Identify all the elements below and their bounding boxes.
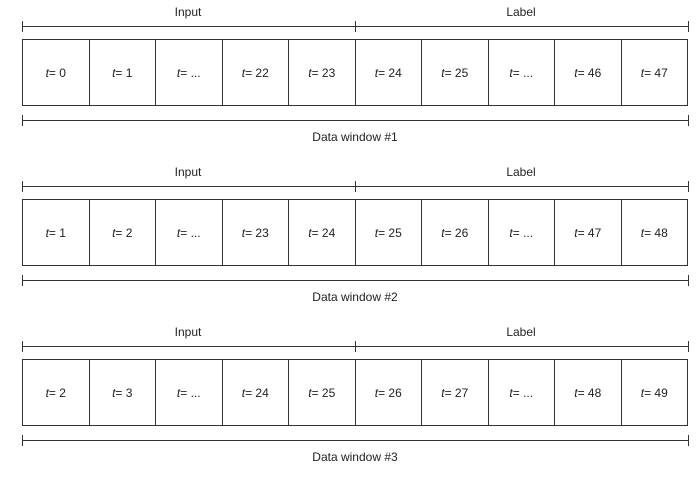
timestep-cell: t = 1 <box>88 40 156 105</box>
label-label: Label <box>506 165 536 179</box>
bracket-tick <box>688 275 689 286</box>
bracket-tick <box>688 21 689 32</box>
timestep-cell: t = 46 <box>554 40 621 105</box>
timestep-row: t = 0 t = 1 t = ... t = 22 t = 23 t = 24… <box>22 39 688 106</box>
timestep-row: t = 2 t = 3 t = ... t = 24 t = 25 t = 26… <box>22 359 688 426</box>
timestep-cell: t = 25 <box>354 200 422 265</box>
window-bracket-line <box>22 440 688 441</box>
input-label: Input <box>174 165 202 179</box>
timestep-cell: t = ... <box>155 360 222 425</box>
bracket-tick <box>355 341 356 352</box>
timestep-cell: t = 0 <box>45 65 66 80</box>
timestep-cell: t = 25 <box>288 360 355 425</box>
timestep-cell: t = 27 <box>421 360 488 425</box>
timestep-cell: t = ... <box>155 40 222 105</box>
input-label: Input <box>174 5 202 19</box>
bracket-tick <box>355 21 356 32</box>
timestep-cell: t = 2 <box>45 385 66 400</box>
bracket-tick <box>22 435 23 446</box>
window-bracket-line <box>22 280 688 281</box>
bracket-tick <box>688 341 689 352</box>
data-window-2: Input Label t = 1 t = 2 t = ... t = 23 t… <box>0 160 698 320</box>
timestep-cell: t = 48 <box>620 200 688 265</box>
timestep-cell: t = 23 <box>288 40 355 105</box>
bracket-tick <box>688 181 689 192</box>
window-caption: Data window #3 <box>312 450 398 464</box>
timestep-cell: t = ... <box>487 200 555 265</box>
bracket-tick <box>688 435 689 446</box>
timestep-cell: t = 26 <box>421 200 488 265</box>
bracket-tick <box>22 115 23 126</box>
label-bracket-line <box>355 346 688 347</box>
input-bracket-line <box>22 186 355 187</box>
input-label: Input <box>174 325 202 339</box>
window-caption: Data window #1 <box>312 130 398 144</box>
timestep-cell: t = 2 <box>88 200 156 265</box>
label-label: Label <box>506 325 536 339</box>
label-bracket-line <box>355 186 688 187</box>
timestep-cell: t = ... <box>155 200 222 265</box>
timestep-cell: t = 3 <box>88 360 156 425</box>
bracket-tick <box>22 21 23 32</box>
label-bracket-line <box>355 26 688 27</box>
bracket-tick <box>22 275 23 286</box>
timestep-cell: t = 1 <box>45 225 66 240</box>
bracket-tick <box>22 341 23 352</box>
window-bracket-line <box>22 120 688 121</box>
timestep-cell: t = 49 <box>620 360 688 425</box>
data-window-1: Input Label t = 0 t = 1 t = ... t = 22 t… <box>0 0 698 160</box>
timestep-cell: t = 48 <box>554 360 621 425</box>
input-bracket-line <box>22 26 355 27</box>
timestep-cell: t = 47 <box>620 40 688 105</box>
timestep-cell: t = ... <box>487 360 555 425</box>
label-label: Label <box>506 5 536 19</box>
bracket-tick <box>355 181 356 192</box>
timestep-row: t = 1 t = 2 t = ... t = 23 t = 24 t = 25… <box>22 199 688 266</box>
timestep-cell: t = 24 <box>288 200 355 265</box>
timestep-cell: t = 22 <box>221 40 289 105</box>
bracket-tick <box>688 115 689 126</box>
timestep-cell: t = 23 <box>221 200 289 265</box>
timestep-cell: t = ... <box>487 40 555 105</box>
input-bracket-line <box>22 346 355 347</box>
timestep-cell: t = 26 <box>354 360 422 425</box>
timestep-cell: t = 47 <box>554 200 621 265</box>
data-window-3: Input Label t = 2 t = 3 t = ... t = 24 t… <box>0 320 698 480</box>
bracket-tick <box>22 181 23 192</box>
timestep-cell: t = 25 <box>421 40 488 105</box>
timestep-cell: t = 24 <box>354 40 422 105</box>
window-caption: Data window #2 <box>312 290 398 304</box>
timestep-cell: t = 24 <box>221 360 289 425</box>
